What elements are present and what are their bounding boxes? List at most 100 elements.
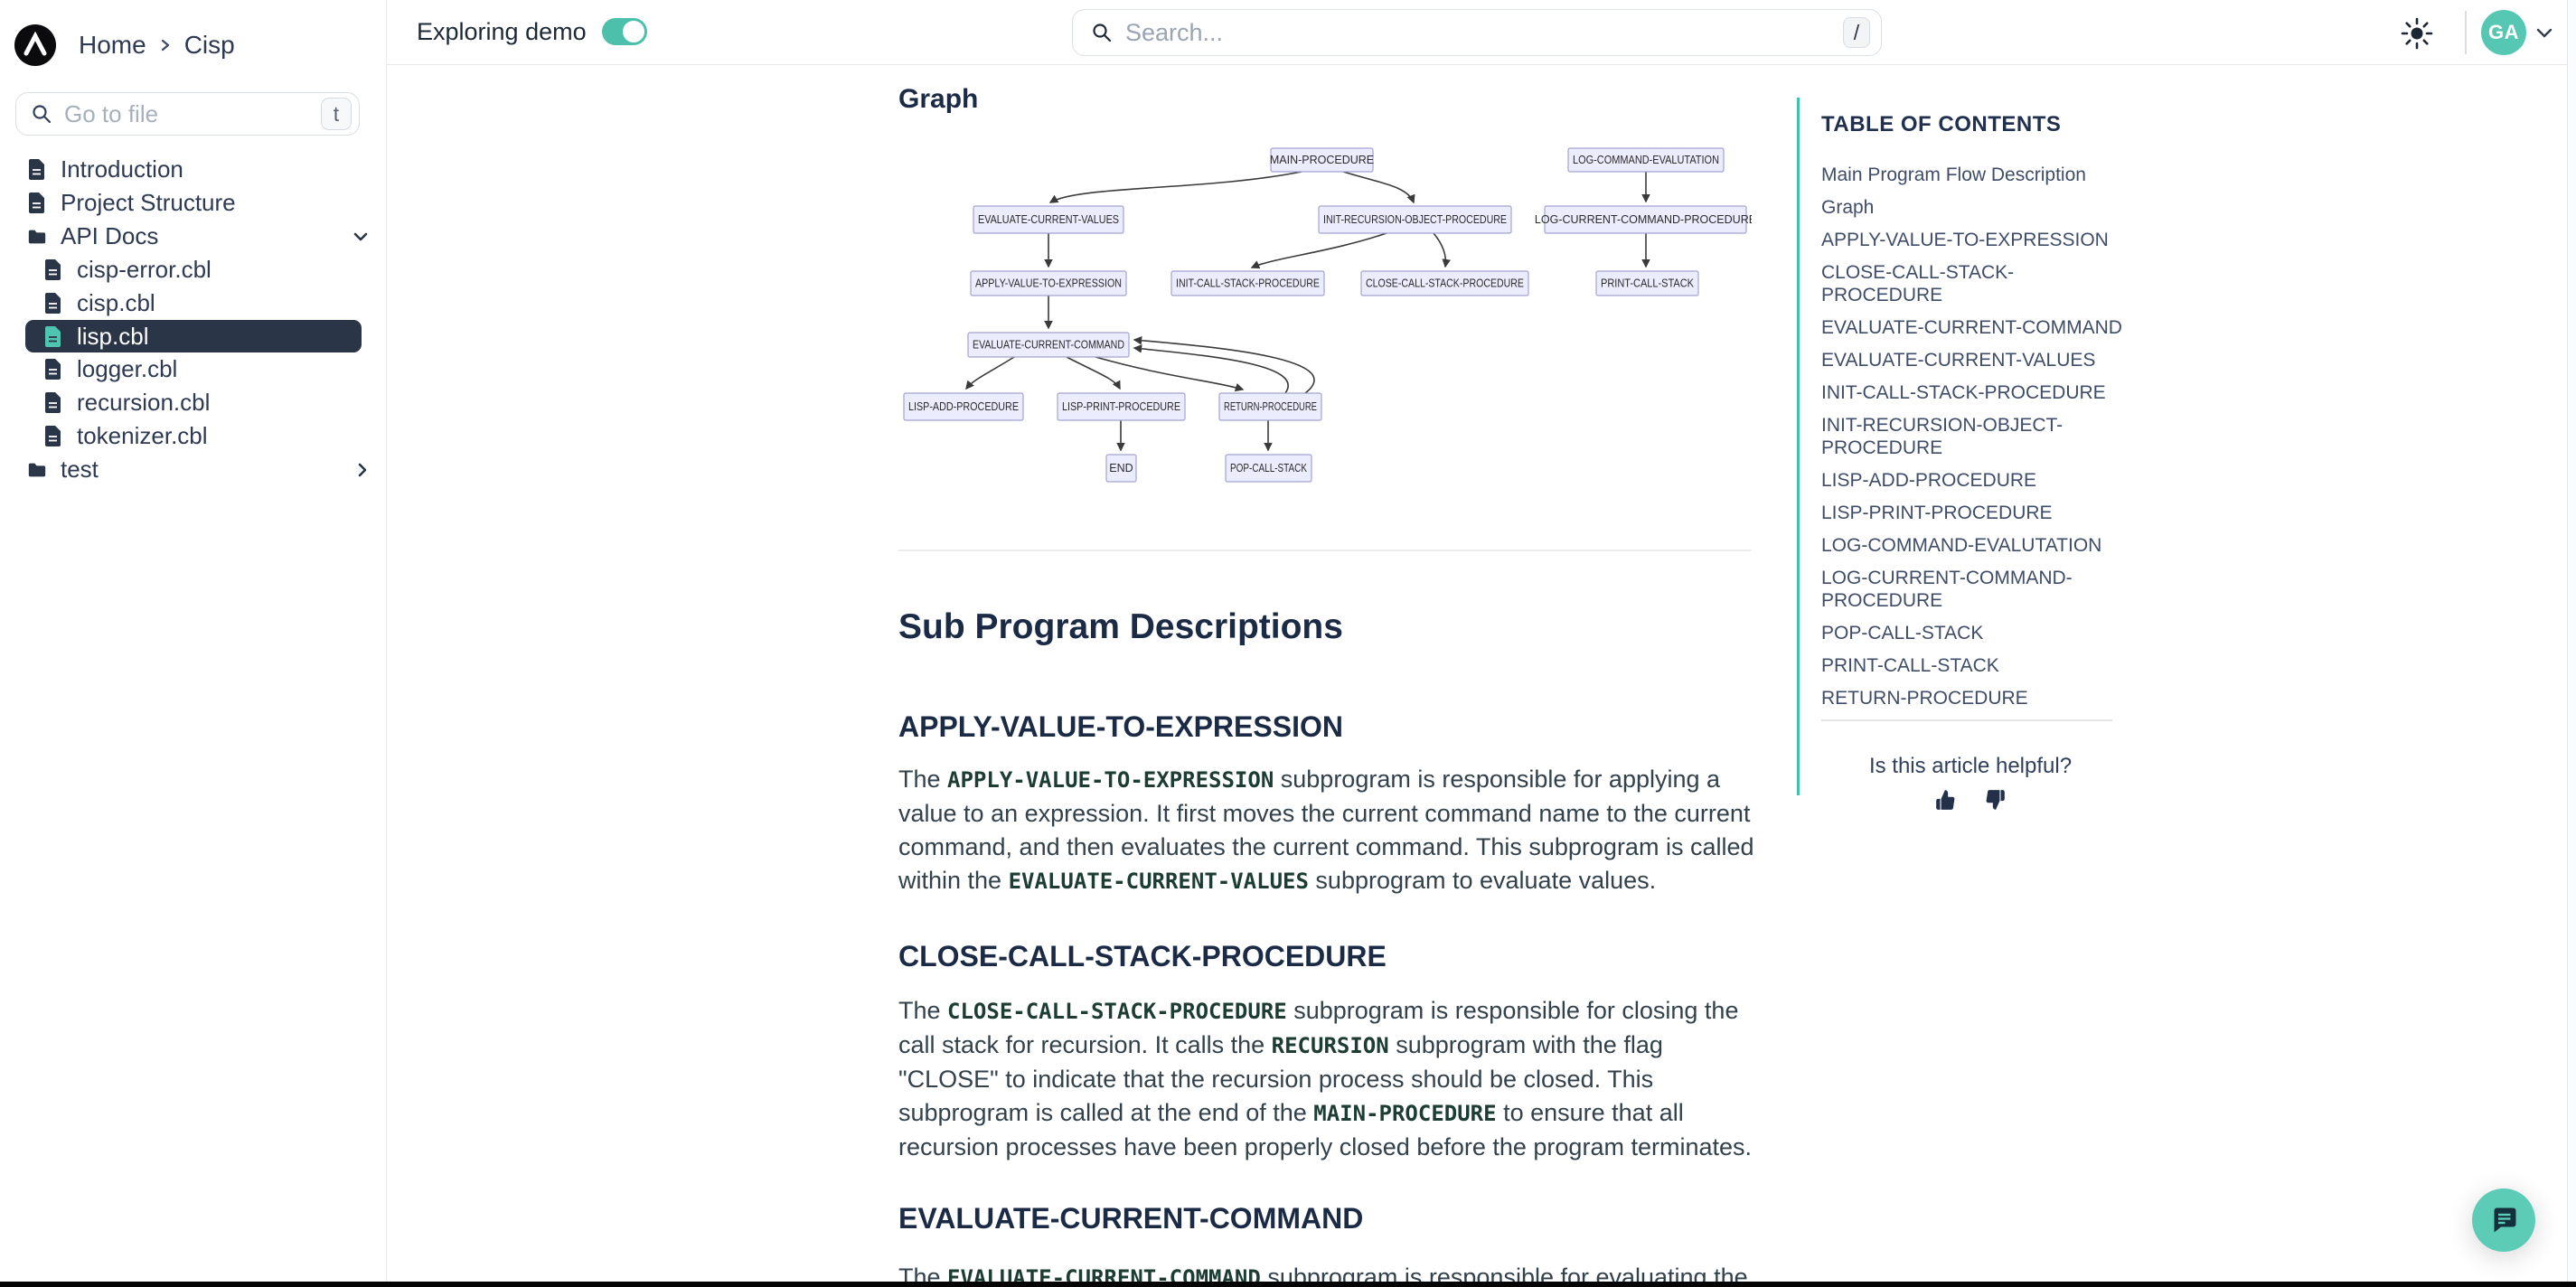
- sidebar-item-label: Project Structure: [61, 189, 236, 216]
- file-icon: [43, 292, 63, 315]
- breadcrumb-current[interactable]: Cisp: [183, 31, 235, 59]
- chevron-down-icon[interactable]: [2534, 23, 2554, 46]
- sidebar-item-label: API Docs: [61, 222, 159, 249]
- sidebar-item-cisp-error-cbl[interactable]: cisp-error.cbl: [0, 253, 387, 287]
- sidebar-item-lisp-cbl[interactable]: lisp.cbl: [25, 320, 362, 352]
- graph-node-pop-call-stack: POP-CALL-STACK: [1225, 454, 1312, 483]
- svg-text:EVALUATE-CURRENT-COMMAND: EVALUATE-CURRENT-COMMAND: [973, 338, 1124, 351]
- toc-item-print-call-stack[interactable]: PRINT-CALL-STACK: [1821, 655, 1999, 676]
- search-icon: [1091, 22, 1113, 43]
- scrollbar[interactable]: [2567, 0, 2576, 1287]
- toc-item-main-program-flow-description[interactable]: Main Program Flow Description: [1821, 164, 2086, 185]
- toc-item-close-call-stack-procedure[interactable]: CLOSE-CALL-STACK-PROCEDURE: [1821, 262, 2015, 305]
- toc-item-init-recursion-object-procedure[interactable]: INIT-RECURSION-OBJECT-PROCEDURE: [1821, 415, 2064, 458]
- sidebar-item-tokenizer-cbl[interactable]: tokenizer.cbl: [0, 419, 387, 453]
- graph-node-apply-value-to-expression: APPLY-VALUE-TO-EXPRESSION: [970, 270, 1127, 296]
- theme-toggle-sun-icon[interactable]: [2399, 15, 2435, 52]
- topbar-divider: [2465, 11, 2467, 54]
- svg-text:LISP-PRINT-PROCEDURE: LISP-PRINT-PROCEDURE: [1062, 400, 1180, 413]
- sidebar-item-api-docs[interactable]: API Docs: [0, 220, 387, 253]
- sidebar-item-recursion-cbl[interactable]: recursion.cbl: [0, 386, 387, 419]
- search-shortcut-badge: /: [1843, 17, 1870, 48]
- file-icon: [43, 391, 63, 415]
- toc-item-pop-call-stack[interactable]: POP-CALL-STACK: [1821, 623, 1984, 644]
- goto-file-box: t: [15, 92, 360, 136]
- breadcrumb-home[interactable]: Home: [79, 31, 146, 59]
- demo-toggle-label: Exploring demo: [417, 17, 587, 45]
- toc-item-init-call-stack-procedure[interactable]: INIT-CALL-STACK-PROCEDURE: [1821, 382, 2106, 403]
- brand: Home Cisp: [14, 24, 235, 66]
- toc-item-apply-value-to-expression[interactable]: APPLY-VALUE-TO-EXPRESSION: [1821, 230, 2109, 250]
- chat-button[interactable]: [2472, 1188, 2535, 1252]
- graph-node-evaluate-current-values: EVALUATE-CURRENT-VALUES: [973, 205, 1124, 234]
- folder-icon: [27, 225, 47, 249]
- graph-edge-evaluate-current-command--lisp-print-procedure: [1066, 356, 1121, 390]
- goto-shortcut-badge: t: [321, 98, 352, 130]
- file-icon: [43, 258, 63, 282]
- demo-toggle-group: Exploring demo: [417, 0, 647, 63]
- sidebar-item-label: tokenizer.cbl: [77, 422, 208, 449]
- search-input[interactable]: [1125, 18, 1830, 47]
- toc-title: TABLE OF CONTENTS: [1821, 112, 2062, 136]
- paragraph-close: The CLOSE-CALL-STACK-PROCEDURE subprogra…: [898, 997, 1752, 1160]
- breadcrumb: Home Cisp: [79, 31, 235, 60]
- svg-text:END: END: [1109, 462, 1133, 474]
- demo-toggle[interactable]: [601, 18, 647, 45]
- inline-code: EVALUATE-CURRENT-VALUES: [1008, 869, 1309, 894]
- sidebar-item-introduction[interactable]: Introduction: [0, 153, 387, 186]
- toc-item-evaluate-current-command[interactable]: EVALUATE-CURRENT-COMMAND: [1821, 317, 2122, 338]
- svg-text:INIT-CALL-STACK-PROCEDURE: INIT-CALL-STACK-PROCEDURE: [1176, 277, 1320, 289]
- avatar[interactable]: GA: [2481, 10, 2526, 55]
- file-icon: [43, 358, 63, 381]
- graph-edge-main-procedure--evaluate-current-values: [1048, 171, 1302, 203]
- flow-graph: MAIN-PROCEDURE LOG-COMMAND-EVALUTATION EVA…: [903, 147, 1752, 483]
- sidebar-item-label: logger.cbl: [77, 355, 178, 382]
- svg-text:RETURN-PROCEDURE: RETURN-PROCEDURE: [1224, 400, 1317, 413]
- toc-item-lisp-add-procedure[interactable]: LISP-ADD-PROCEDURE: [1821, 470, 2037, 491]
- svg-text:LISP-ADD-PROCEDURE: LISP-ADD-PROCEDURE: [908, 400, 1019, 413]
- sidebar-item-label: cisp-error.cbl: [77, 256, 212, 283]
- graph-node-evaluate-current-command: EVALUATE-CURRENT-COMMAND: [967, 332, 1130, 358]
- sidebar-item-label: recursion.cbl: [77, 389, 211, 416]
- toc-item-return-procedure[interactable]: RETURN-PROCEDURE: [1821, 688, 2028, 709]
- sidebar-item-logger-cbl[interactable]: logger.cbl: [0, 352, 387, 386]
- window-bottom-edge: [0, 1282, 2576, 1287]
- chevron-right-icon: [159, 35, 172, 55]
- graph-node-log-command-evalutation: LOG-COMMAND-EVALUTATION: [1567, 147, 1725, 173]
- graph-edge-main-procedure--init-recursion-object-procedure: [1342, 171, 1415, 204]
- section-heading-apply: APPLY-VALUE-TO-EXPRESSION: [898, 710, 1343, 743]
- goto-file-input[interactable]: [64, 99, 309, 128]
- app-logo-icon[interactable]: [14, 24, 56, 66]
- toc-item-evaluate-current-values[interactable]: EVALUATE-CURRENT-VALUES: [1821, 350, 2096, 371]
- table-of-contents: TABLE OF CONTENTS Main Program Flow Desc…: [1797, 98, 2133, 810]
- graph-edge-init-recursion-object-procedure--init-call-stack-procedure: [1250, 232, 1387, 269]
- toc-item-lisp-print-procedure[interactable]: LISP-PRINT-PROCEDURE: [1821, 503, 2053, 523]
- graph-node-main-procedure: MAIN-PROCEDURE: [1270, 147, 1374, 173]
- sidebar-item-project-structure[interactable]: Project Structure: [0, 186, 387, 220]
- svg-text:MAIN-PROCEDURE: MAIN-PROCEDURE: [1270, 154, 1374, 166]
- chat-bubble-icon: [2487, 1204, 2520, 1236]
- graph-node-print-call-stack: PRINT-CALL-STACK: [1595, 270, 1699, 296]
- toc-item-log-command-evalutation[interactable]: LOG-COMMAND-EVALUTATION: [1821, 535, 2102, 556]
- chevron-right-icon[interactable]: [356, 462, 369, 478]
- thumbs-up-icon[interactable]: [1934, 788, 1958, 812]
- svg-text:LOG-COMMAND-EVALUTATION: LOG-COMMAND-EVALUTATION: [1573, 154, 1719, 166]
- svg-text:INIT-RECURSION-OBJECT-PROCEDUR: INIT-RECURSION-OBJECT-PROCEDURE: [1323, 213, 1507, 226]
- sidebar-item-cisp-cbl[interactable]: cisp.cbl: [0, 287, 387, 320]
- graph-edge-init-recursion-object-procedure--close-call-stack-procedure: [1433, 232, 1451, 268]
- svg-text:APPLY-VALUE-TO-EXPRESSION: APPLY-VALUE-TO-EXPRESSION: [975, 277, 1122, 289]
- chevron-down-icon[interactable]: [353, 230, 369, 243]
- section-divider: [898, 550, 1752, 551]
- sidebar-item-label: test: [61, 456, 99, 483]
- thumbs-down-icon[interactable]: [1983, 788, 2007, 812]
- toc-divider: [1821, 719, 2112, 721]
- toggle-knob: [622, 21, 644, 42]
- sidebar-item-test[interactable]: test: [0, 453, 387, 486]
- paragraph-apply: The APPLY-VALUE-TO-EXPRESSION subprogram…: [898, 766, 1754, 894]
- file-icon: [43, 324, 63, 348]
- svg-text:POP-CALL-STACK: POP-CALL-STACK: [1230, 462, 1308, 474]
- toc-item-log-current-command-procedure[interactable]: LOG-CURRENT-COMMAND-PROCEDURE: [1821, 568, 2073, 611]
- graph-node-log-current-command-procedure: LOG-CURRENT-COMMAND-PROCEDURE: [1535, 205, 1752, 234]
- toc-item-graph[interactable]: Graph: [1821, 197, 1875, 218]
